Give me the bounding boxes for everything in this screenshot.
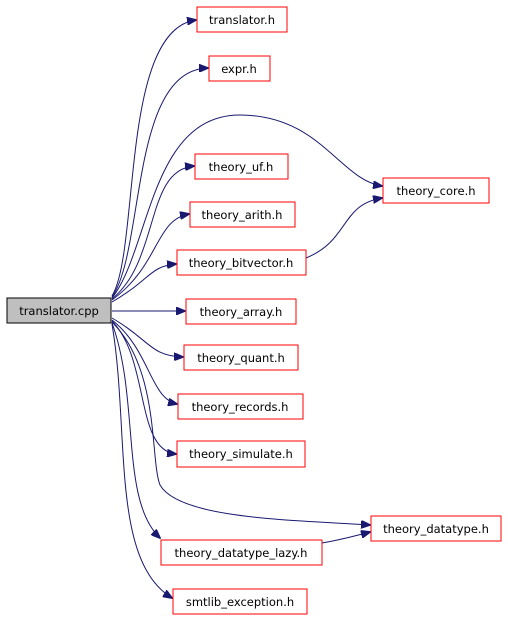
node-theory-array-h[interactable]: theory_array.h [185,298,297,325]
node-theory-records-h[interactable]: theory_records.h [177,393,304,420]
node-label-expr-h: expr.h [221,62,257,76]
node-theory-quant-h[interactable]: theory_quant.h [183,344,299,371]
edge-root-to-theory-simulate-h [111,320,176,454]
edge-root-to-translator-h [111,20,196,297]
edge-root-to-theory-uf-h [111,166,194,300]
node-label-theory-datatype-h: theory_datatype.h [383,522,489,536]
node-theory-arith-h[interactable]: theory_arith.h [189,201,296,228]
node-theory-uf-h[interactable]: theory_uf.h [194,153,289,180]
node-label-theory-datatype-lazy-h: theory_datatype_lazy.h [175,546,308,560]
node-theory-simulate-h[interactable]: theory_simulate.h [176,440,306,468]
node-translator-h[interactable]: translator.h [196,6,288,33]
node-expr-h[interactable]: expr.h [208,55,271,82]
edge-root-to-theory-records-h [111,319,177,404]
node-label-smtlib-exception-h: smtlib_exception.h [186,595,294,609]
edge-root-to-theory-datatype-lazy-h [111,322,160,538]
node-smtlib-exception-h[interactable]: smtlib_exception.h [172,588,308,615]
node-theory-datatype-h[interactable]: theory_datatype.h [370,515,502,542]
edges [111,20,382,598]
edge-root-to-expr-h [111,68,208,298]
edge-root-to-theory-core-h [111,114,382,299]
node-label-theory-uf-h: theory_uf.h [209,160,274,174]
edge-root-to-theory-bitvector-h [111,264,176,303]
node-label-translator-h: translator.h [209,13,275,27]
edge-root-to-theory-quant-h [111,317,183,357]
node-label-theory-records-h: theory_records.h [192,400,289,414]
nodes: translator.cpp translator.h expr.h theor… [6,6,502,615]
edge-root-to-smtlib-exception-h [111,323,172,598]
node-label-theory-bitvector-h: theory_bitvector.h [189,256,294,270]
node-label-root: translator.cpp [19,304,99,318]
node-theory-core-h[interactable]: theory_core.h [382,177,490,204]
node-label-theory-core-h: theory_core.h [396,184,475,198]
node-theory-datatype-lazy-h[interactable]: theory_datatype_lazy.h [160,539,323,566]
edge-root-to-theory-arith-h [111,214,189,301]
edge-theory-datatype-lazy-h-to-theory-datatype-h [321,532,370,544]
edge-theory-bitvector-h-to-theory-core-h [305,198,382,259]
edge-root-to-theory-datatype-h [111,321,370,525]
node-label-theory-arith-h: theory_arith.h [202,208,283,222]
node-label-theory-array-h: theory_array.h [200,305,283,319]
node-label-theory-simulate-h: theory_simulate.h [189,447,293,461]
node-label-theory-quant-h: theory_quant.h [197,351,285,365]
node-theory-bitvector-h[interactable]: theory_bitvector.h [176,249,307,276]
node-root[interactable]: translator.cpp [6,297,112,324]
